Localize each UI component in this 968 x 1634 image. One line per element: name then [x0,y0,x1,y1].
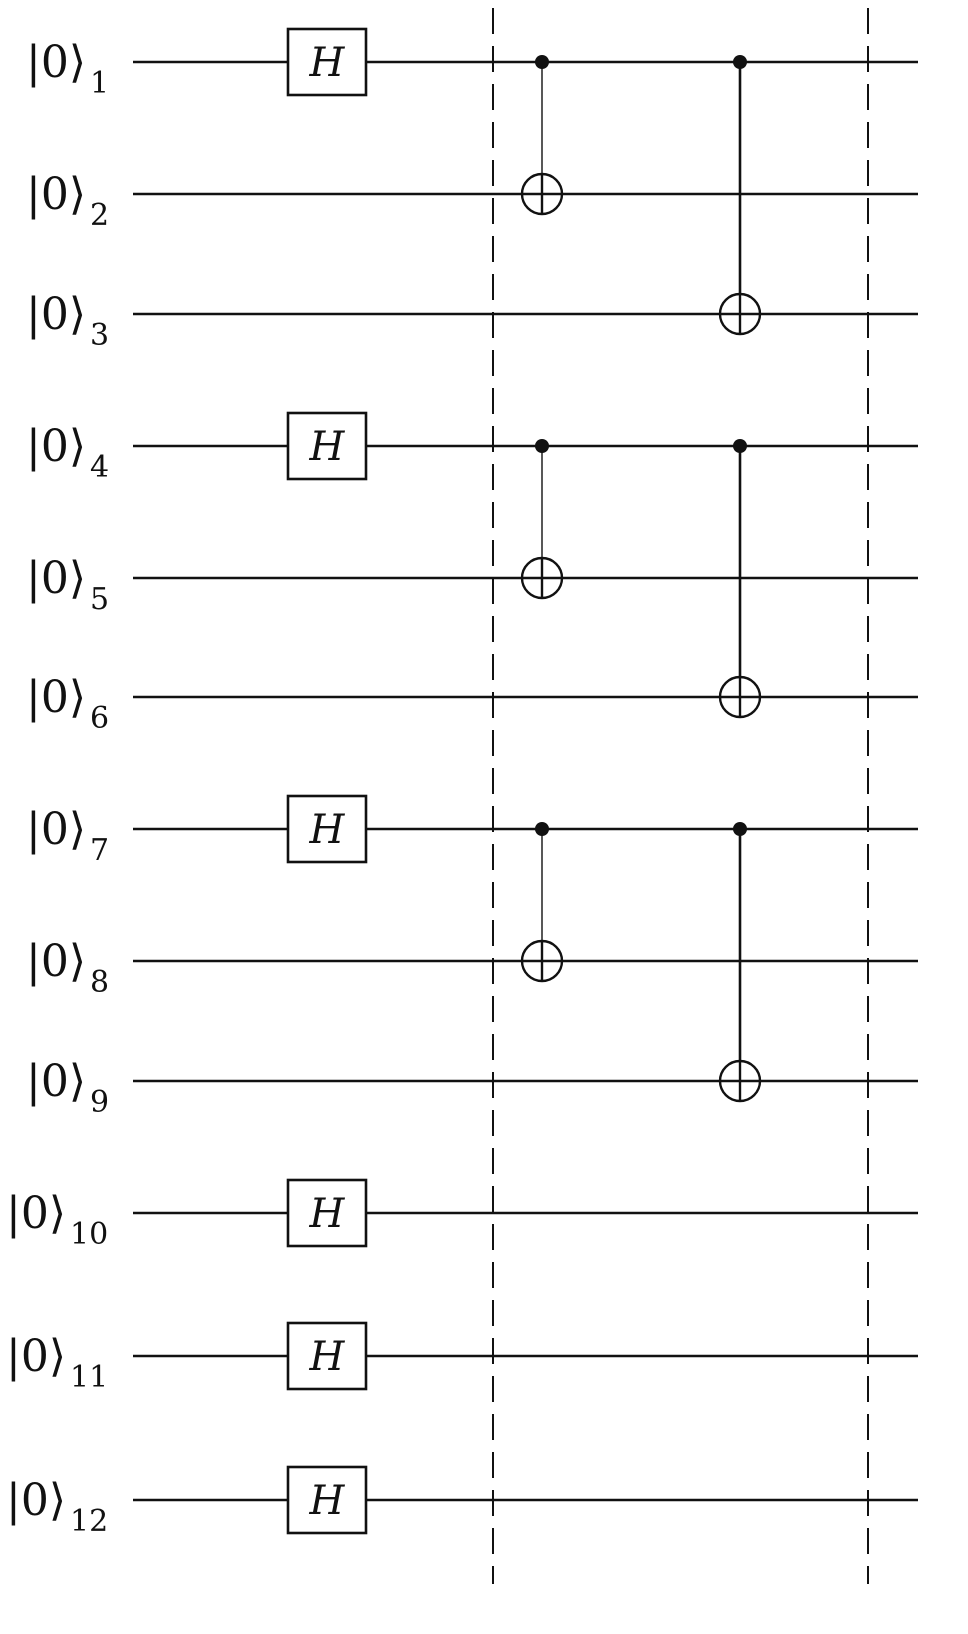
qubit-index: 9 [90,1085,109,1120]
target-xor [718,1059,762,1103]
qubit-index: 10 [70,1217,108,1252]
gate-box [286,794,368,864]
hadamard-gate: H [286,1321,368,1391]
qubit-index: 4 [90,450,109,485]
target-xor [520,556,564,600]
hadamard-gate: H [286,27,368,97]
cnot-gate [718,439,762,719]
qubit-label: |0⟩7 [26,804,109,868]
hadamard-gate: H [286,1178,368,1248]
cnot-gate [520,822,564,983]
qubit-index: 5 [90,582,109,617]
qubit-label: |0⟩9 [26,1056,109,1120]
hadamard-gate: H [286,411,368,481]
gate-box [286,1178,368,1248]
gate-box [286,1465,368,1535]
gate-box [286,1321,368,1391]
gate-label: H [309,40,346,86]
cnot-gate [718,55,762,336]
qubit-index: 7 [90,833,109,868]
qubit-ket: |0⟩ [26,421,86,472]
gate-box [286,411,368,481]
gate-label: H [309,424,346,470]
control-dot [535,822,549,836]
qubit-label: |0⟩1 [26,37,109,101]
barriers [492,8,869,1584]
cnot-gate [718,822,762,1103]
gate-label: H [309,1478,346,1524]
control-dot [535,439,549,453]
qubit-label: |0⟩6 [26,672,109,736]
target-xor [718,292,762,336]
qubit-label: |0⟩4 [26,421,109,485]
gate-label: H [309,807,346,853]
control-dot [733,439,747,453]
qubit-ket: |0⟩ [6,1188,66,1239]
hadamard-gates: H H H H H H [286,27,368,1535]
qubit-ket: |0⟩ [26,553,86,604]
cnot-gate [520,55,564,216]
qubit-index: 12 [70,1504,108,1539]
gate-label: H [309,1191,346,1237]
hadamard-gate: H [286,1465,368,1535]
qubit-label: |0⟩2 [26,169,109,233]
qubit-ket: |0⟩ [26,37,86,88]
qubit-ket: |0⟩ [26,936,86,987]
qubit-index: 1 [90,66,109,101]
target-xor [718,675,762,719]
target-xor [520,939,564,983]
qubit-ket: |0⟩ [26,804,86,855]
qubit-ket: |0⟩ [26,169,86,220]
target-xor [520,172,564,216]
qubit-index: 3 [90,318,109,353]
qubit-labels: |0⟩1|0⟩2|0⟩3|0⟩4|0⟩5|0⟩6|0⟩7|0⟩8|0⟩9|0⟩1… [6,37,109,1539]
gate-label: H [309,1334,346,1380]
qubit-label: |0⟩11 [6,1331,108,1395]
control-dot [733,55,747,69]
qubit-label: |0⟩5 [26,553,109,617]
qubit-label: |0⟩3 [26,289,109,353]
gate-box [286,27,368,97]
qubit-ket: |0⟩ [6,1475,66,1526]
control-dot [535,55,549,69]
qubit-ket: |0⟩ [26,1056,86,1107]
cnot-gates [520,55,762,1103]
qubit-ket: |0⟩ [6,1331,66,1382]
qubit-ket: |0⟩ [26,672,86,723]
qubit-index: 8 [90,965,109,1000]
control-dot [733,822,747,836]
qubit-index: 11 [70,1360,108,1395]
cnot-gate [520,439,564,600]
qubit-label: |0⟩12 [6,1475,108,1539]
qubit-label: |0⟩8 [26,936,109,1000]
qubit-index: 2 [90,198,109,233]
hadamard-gate: H [286,794,368,864]
qubit-index: 6 [90,701,109,736]
qubit-wires [133,60,918,1502]
qubit-ket: |0⟩ [26,289,86,340]
qubit-label: |0⟩10 [6,1188,108,1252]
